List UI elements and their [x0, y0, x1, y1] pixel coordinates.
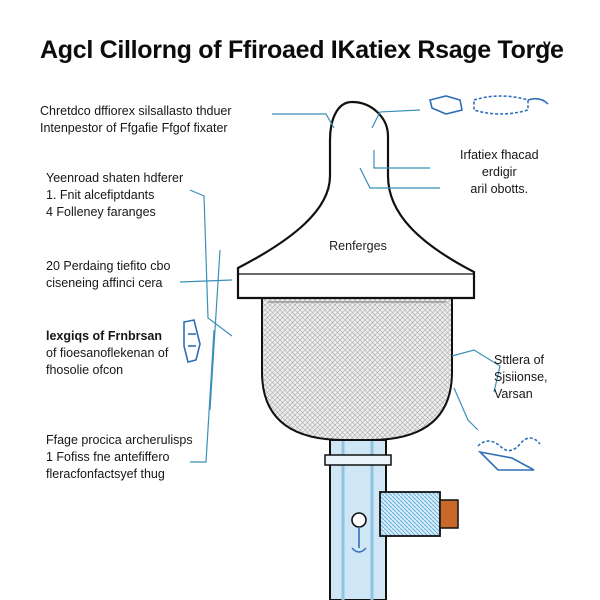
label-line: Sttlera of [494, 353, 545, 367]
label-line: Yeenroad shaten hdferer [46, 171, 184, 185]
label-line: 20 Perdaing tiefito cbo [46, 259, 171, 273]
label-line: fleracfonfactsyef thug [46, 467, 165, 481]
clamp-icon [183, 319, 201, 363]
label-line: 4 Folleney faranges [46, 205, 156, 219]
filter-bowl [261, 297, 453, 441]
label-top-left: Chretdco dffiorex silsallasto thduer Int… [40, 103, 232, 137]
label-line: Chretdco dffiorex silsallasto thduer [40, 104, 232, 118]
label-line: lexgiqs of Frnbrsan [46, 329, 162, 343]
page-title: Agcl Cillorng of Ffiroaed IKatiex Rsage … [40, 36, 564, 64]
hood-cap [236, 100, 476, 300]
label-line: Varsan [494, 387, 533, 401]
spring-icon [477, 437, 541, 471]
label-line: of fioesanoflekenan of [46, 346, 169, 360]
label-line: fhosolie ofcon [46, 363, 124, 377]
label-left-2: 20 Perdaing tiefito cbo ciseneing affinc… [46, 258, 170, 292]
label-line: aril obotts. [470, 182, 529, 196]
label-line: Irfatiex fhacad [460, 148, 539, 162]
label-line: erdigir [481, 165, 517, 179]
label-line: 1. Fnit alcefiptdants [46, 188, 155, 202]
valve-coupling [351, 491, 459, 553]
label-right-mid: Sttlera of Sjsiionse, Varsan [494, 352, 548, 403]
label-line: 1 Fofiss fne antefiffero [46, 450, 170, 464]
label-left-3: lexgiqs of Frnbrsan of fioesanoflekenan … [46, 328, 168, 379]
title-mark: v [543, 36, 551, 52]
label-line: ciseneing affinci cera [46, 276, 163, 290]
nozzle-icon [429, 95, 549, 115]
label-right-top: Irfatiex fhacad erdigir aril obotts. [460, 147, 539, 198]
label-left-1: Yeenroad shaten hdferer 1. Fnit alcefipt… [46, 170, 183, 221]
label-line: Ffage procica archerulisps [46, 433, 193, 447]
label-line: Sjsiionse, [494, 370, 548, 384]
hood-label: Renferges [329, 239, 387, 253]
label-line: Intenpestor of Ffgafie Ffgof fixater [40, 121, 228, 135]
outlet-pipe [324, 439, 392, 600]
leader-lines [179, 109, 501, 463]
label-left-4: Ffage procica archerulisps 1 Fofiss fne … [46, 432, 193, 483]
